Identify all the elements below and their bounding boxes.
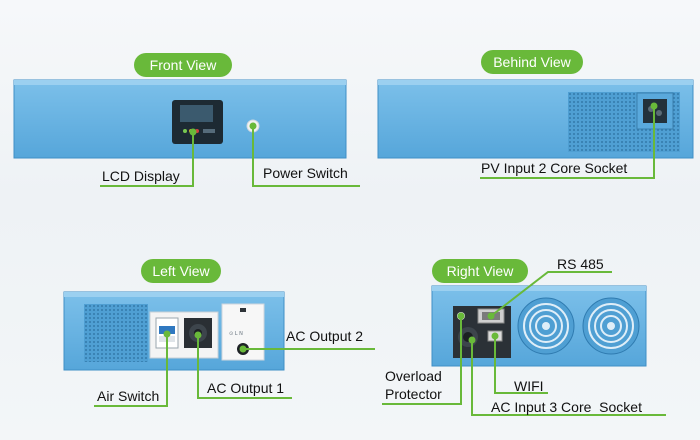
leader-overload: [382, 316, 462, 405]
leader-dot-rs485: [487, 312, 495, 320]
left-view-title: Left View: [141, 259, 221, 283]
leader-dot-airswitch: [163, 330, 171, 338]
left-view-device: [63, 291, 285, 371]
leader-ac-output-1: [197, 335, 292, 399]
callout-lines: [94, 102, 666, 416]
label-ac-output-1: AC Output 1: [207, 380, 285, 396]
leader-lcd-display: [100, 132, 194, 187]
leader-dot-power: [249, 122, 257, 130]
label-ac-input: AC Input 3 Core Socket: [491, 399, 642, 415]
label-wifi: WIFI: [514, 378, 544, 394]
label-rs485: RS 485: [557, 256, 604, 272]
leader-dot-acinput: [468, 336, 476, 344]
label-lcd-display: LCD Display: [102, 168, 180, 184]
leader-wifi: [494, 336, 548, 394]
leader-dot-acout1: [194, 331, 202, 339]
front-view-title: Front View: [134, 53, 232, 77]
right-view-device: [431, 285, 647, 367]
fan-grille-1: [517, 297, 575, 355]
leader-dot-lcd: [189, 128, 197, 136]
leader-air-switch: [94, 334, 168, 407]
leader-dot-wifi: [491, 332, 499, 340]
leader-pv-input: [480, 106, 655, 179]
behind-view-title: Behind View: [481, 50, 583, 74]
leader-power-switch: [252, 126, 360, 187]
leader-dot-pv: [650, 102, 658, 110]
socket-letters: ⊙ L N: [229, 331, 243, 337]
right-view-title: Right View: [432, 259, 528, 283]
leader-rs485: [490, 271, 612, 317]
label-air-switch: Air Switch: [97, 388, 160, 404]
leader-dot-overload: [457, 312, 465, 320]
label-pv-input: PV Input 2 Core Socket: [481, 160, 628, 176]
leader-ac-input: [471, 340, 666, 416]
lcd-display-panel: [172, 100, 223, 144]
front-view-device: [13, 79, 347, 159]
leader-dot-acout2: [239, 345, 247, 353]
behind-view-device: [377, 79, 694, 159]
label-ac-output-2: AC Output 2: [286, 328, 364, 344]
fan-grille-2: [582, 297, 640, 355]
label-overload-protector: Overload Protector: [385, 368, 442, 402]
label-power-switch: Power Switch: [263, 165, 348, 181]
